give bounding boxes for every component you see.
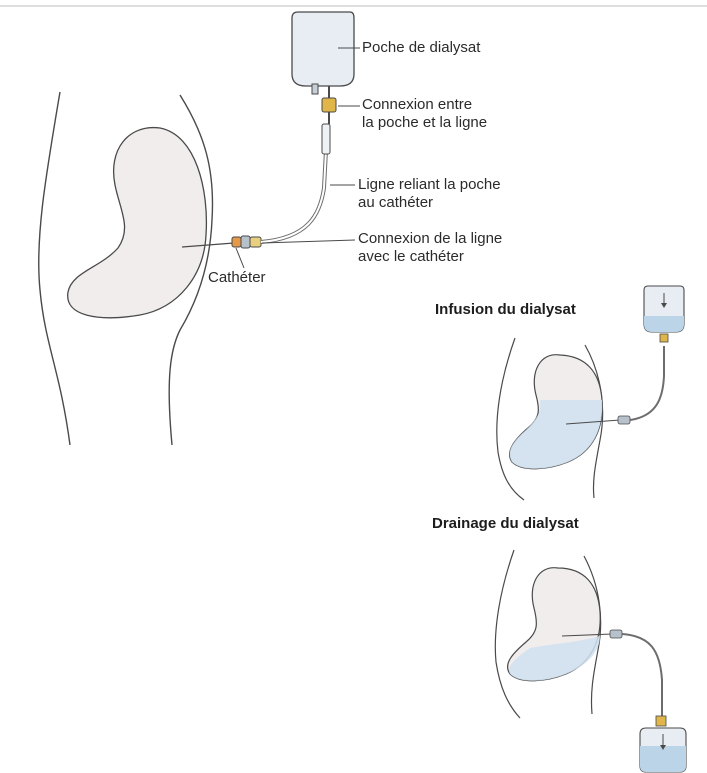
catheter-connector-orange <box>232 237 241 247</box>
drainage-connector <box>610 630 622 638</box>
drainage-panel <box>495 550 686 772</box>
infusion-bag-connector <box>660 334 668 342</box>
title-infusion: Infusion du dialysat <box>435 301 576 318</box>
bag-connector <box>322 98 336 112</box>
infusion-bag-fluid <box>644 316 684 332</box>
infusion-body-outline <box>497 338 524 500</box>
label-connexion-poche-line2: la poche et la ligne <box>362 114 487 131</box>
leader-catheter <box>236 248 244 268</box>
main-illustration <box>39 12 360 445</box>
drainage-tubing <box>622 634 662 720</box>
catheter-connector-grey <box>241 236 250 248</box>
label-poche-de-dialysat: Poche de dialysat <box>362 39 480 56</box>
infusion-fluid <box>510 400 603 469</box>
peritoneal-cavity <box>68 128 207 318</box>
infusion-panel <box>497 286 684 500</box>
body-outline <box>39 92 70 445</box>
drainage-body-outline <box>495 550 520 718</box>
tubing-line <box>261 150 326 242</box>
dialysate-bag <box>292 12 354 86</box>
catheter-connector-yellow <box>250 237 261 247</box>
label-connexion-catheter-line2: avec le cathéter <box>358 248 464 265</box>
label-ligne-line2: au cathéter <box>358 194 433 211</box>
label-connexion-poche-line1: Connexion entre <box>362 96 472 113</box>
label-ligne-line1: Ligne reliant la poche <box>358 176 501 193</box>
tubing-clamp <box>322 124 330 154</box>
drainage-bag-connector <box>656 716 666 726</box>
title-drainage: Drainage du dialysat <box>432 515 579 532</box>
bag-port-left <box>312 84 318 94</box>
tubing-line-inner <box>261 150 326 242</box>
label-connexion-catheter-line1: Connexion de la ligne <box>358 230 502 247</box>
infusion-connector <box>618 416 630 424</box>
label-catheter: Cathéter <box>208 269 266 286</box>
infusion-tubing <box>630 346 664 420</box>
